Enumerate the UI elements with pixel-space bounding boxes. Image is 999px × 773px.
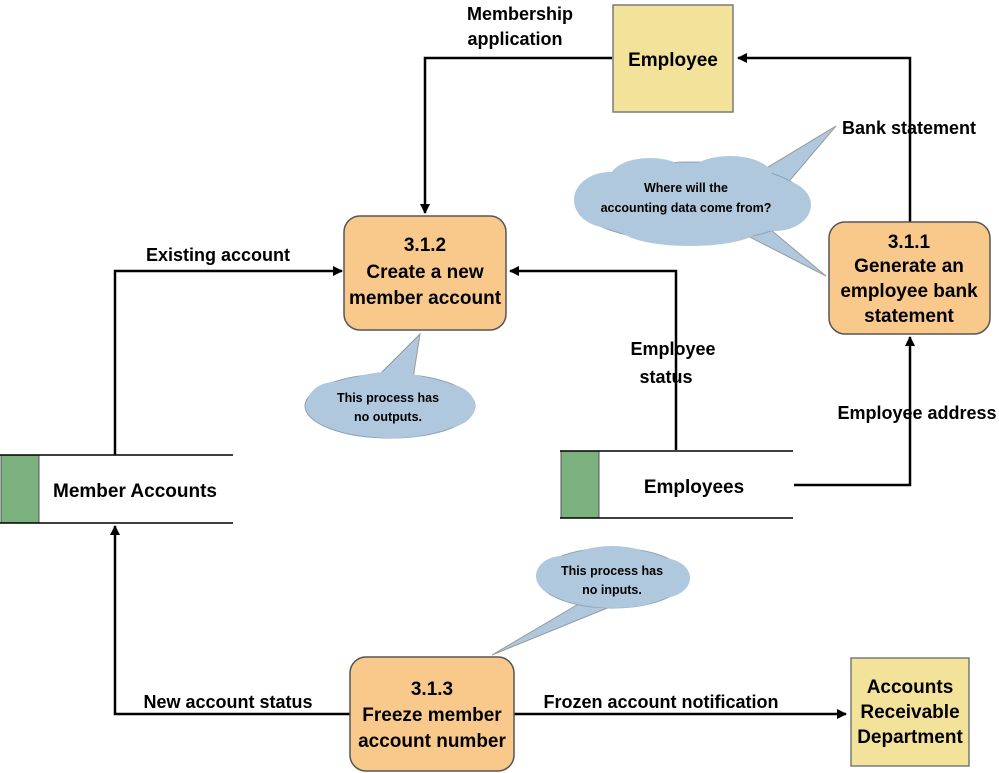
process-3-1-2-line-1: Create a new <box>366 262 483 283</box>
process-3-1-2-line-2: member account <box>349 288 502 309</box>
cloud-no-inputs-line-1: This process has <box>561 564 663 578</box>
entity-accounts-receivable-line-1: Accounts <box>867 677 954 698</box>
store-member-accounts: Member Accounts <box>0 454 233 524</box>
entity-employee-label: Employee <box>628 50 718 71</box>
process-3-1-1-line-3: statement <box>864 306 954 327</box>
cloud-no-outputs: This process has no outputs. <box>304 332 476 439</box>
label-employee-address: Employee address <box>837 403 996 423</box>
process-3-1-3: 3.1.3 Freeze member account number <box>349 656 515 772</box>
label-membership-line-2: application <box>467 29 562 49</box>
flow-membership-application <box>420 56 612 214</box>
entity-accounts-receivable-line-3: Department <box>857 727 963 748</box>
cloud-accounting-data: Where will the accounting data come from… <box>574 125 837 277</box>
cloud-accounting-line-2: accounting data come from? <box>601 201 772 215</box>
cloud-no-outputs-line-1: This process has <box>337 391 439 405</box>
flow-new-account-status <box>110 525 350 716</box>
cloud-no-inputs-line-2: no inputs. <box>582 583 642 597</box>
flow-employee-status <box>509 266 678 450</box>
cloud-accounting-line-1: Where will the <box>644 181 728 195</box>
process-3-1-2-number: 3.1.2 <box>404 235 446 256</box>
process-3-1-3-number: 3.1.3 <box>411 679 453 700</box>
process-3-1-3-line-2: account number <box>358 731 506 752</box>
process-3-1-1-line-2: employee bank <box>840 281 978 302</box>
entity-employee: Employee <box>612 4 734 113</box>
cloud-no-outputs-line-2: no outputs. <box>354 410 422 424</box>
entity-accounts-receivable: Accounts Receivable Department <box>850 657 970 767</box>
label-membership-line-1: Membership <box>467 4 573 24</box>
label-bank-statement: Bank statement <box>842 118 976 138</box>
process-3-1-3-line-1: Freeze member <box>362 705 502 726</box>
store-employees: Employees <box>560 450 793 519</box>
store-employees-label: Employees <box>644 477 744 498</box>
process-3-1-1-line-1: Generate an <box>854 256 964 277</box>
process-3-1-1-number: 3.1.1 <box>888 232 931 253</box>
cloud-no-inputs: This process has no inputs. <box>491 546 690 656</box>
flow-bank-statement <box>737 53 912 222</box>
entity-accounts-receivable-line-2: Receivable <box>860 702 959 723</box>
label-employee-status-line-1: Employee <box>630 339 715 359</box>
flow-existing-account <box>113 266 343 455</box>
flow-employee-address <box>794 336 915 487</box>
store-member-accounts-label: Member Accounts <box>53 481 217 502</box>
label-existing-account: Existing account <box>146 245 290 265</box>
process-3-1-2: 3.1.2 Create a new member account <box>343 215 507 331</box>
label-frozen-account-notification: Frozen account notification <box>543 692 778 712</box>
process-3-1-1: 3.1.1 Generate an employee bank statemen… <box>828 221 991 335</box>
label-new-account-status: New account status <box>143 692 312 712</box>
label-employee-status-line-2: status <box>639 367 692 387</box>
